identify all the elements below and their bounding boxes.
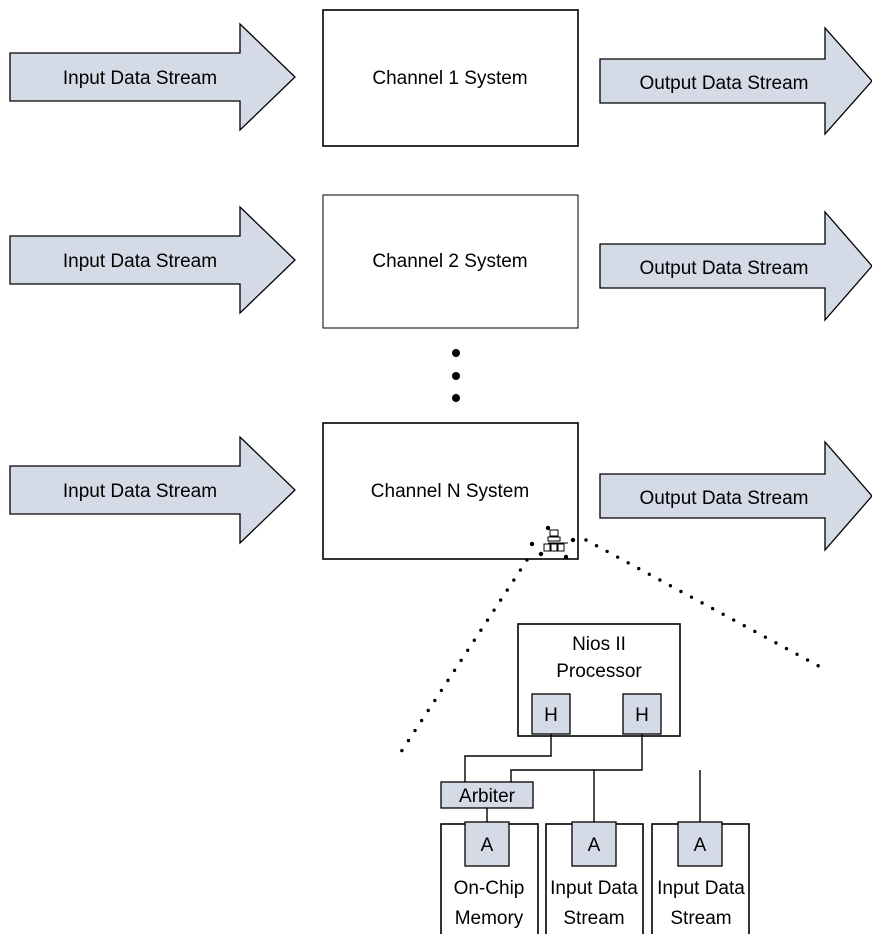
channel-row-2: Input Data Stream Channel 2 System Outpu… — [9, 194, 872, 329]
channel-box-n — [322, 422, 579, 560]
slave-input-data-stream-1: A Input Data Stream — [545, 821, 644, 934]
arbiter-box — [440, 781, 534, 809]
input-label-1: Input Data Stream — [63, 68, 217, 89]
ellipsis-dots — [452, 349, 460, 402]
output-arrow-1 — [599, 26, 872, 136]
processor-name-2: Processor — [556, 661, 642, 682]
host-port-2-label: H — [635, 705, 649, 726]
input-label-2: Input Data Stream — [63, 251, 217, 272]
channel-row-1: Input Data Stream Channel 1 System Outpu… — [9, 9, 872, 147]
output-label-n: Output Data Stream — [640, 488, 809, 509]
slave-2-label-line1: Input Data — [550, 878, 638, 899]
system-glyph-icon — [529, 525, 576, 560]
input-arrow-n — [9, 435, 296, 545]
output-arrow-n — [599, 440, 872, 552]
zoom-line-right — [584, 538, 828, 672]
agent-port-2-label: A — [588, 835, 601, 856]
agent-port-2 — [571, 821, 617, 867]
input-arrow-1 — [9, 22, 296, 132]
channel-label-1: Channel 1 System — [372, 68, 527, 89]
zoom-line-left — [397, 558, 529, 757]
channel-box-1 — [322, 9, 579, 147]
slave-3-label-line2: Stream — [670, 908, 731, 929]
host-port-1 — [531, 693, 571, 735]
slave-2-label-line2: Stream — [563, 908, 624, 929]
processor-name: Nios II — [572, 634, 626, 655]
channel-label-2: Channel 2 System — [372, 251, 527, 272]
input-label-n: Input Data Stream — [63, 481, 217, 502]
slave-3-label-line1: Input Data — [657, 878, 745, 899]
agent-port-3-label: A — [694, 835, 707, 856]
agent-port-1-label: A — [481, 835, 494, 856]
agent-port-1 — [464, 821, 510, 867]
slave-on-chip-memory: A On-Chip Memory — [440, 821, 539, 934]
output-arrow-2 — [599, 210, 872, 322]
slave-input-data-stream-2: A Input Data Stream — [651, 821, 750, 934]
arbiter-label: Arbiter — [459, 786, 516, 807]
output-label-1: Output Data Stream — [640, 73, 809, 94]
slave-1-label-line2: Memory — [455, 908, 524, 929]
slave-1-label-line1: On-Chip — [454, 878, 525, 899]
host-port-1-label: H — [544, 705, 558, 726]
host-port-2 — [622, 693, 662, 735]
channel-row-n: Input Data Stream Channel N System Outpu… — [9, 422, 872, 560]
channel-box-2 — [322, 194, 579, 329]
output-label-2: Output Data Stream — [640, 258, 809, 279]
nios-processor: Nios II Processor H H — [517, 623, 681, 737]
interconnect-wires — [464, 734, 701, 822]
input-arrow-2 — [9, 205, 296, 315]
agent-port-3 — [677, 821, 723, 867]
channel-label-n: Channel N System — [371, 481, 529, 502]
